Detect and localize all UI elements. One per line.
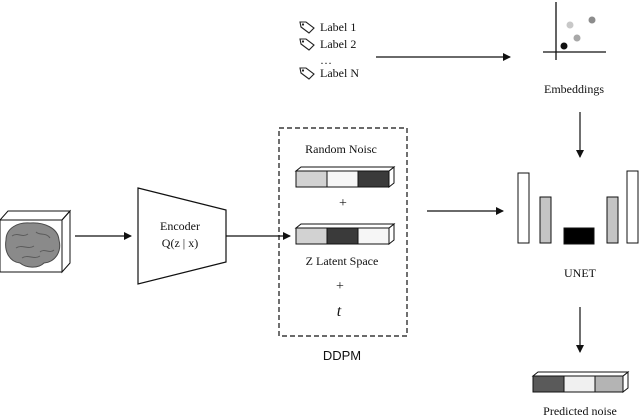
brain-mri-cube [0,209,72,274]
label-text: Label 1 [320,20,357,34]
embedding-point [573,34,581,42]
unet-label: UNET [564,266,596,280]
noise-cell [295,170,328,188]
embeddings-plot [543,2,606,60]
embedding-point [566,21,574,29]
plus-sign: + [339,196,347,211]
tag-icon [299,38,315,51]
latent-space-label: Z Latent Space [305,254,379,268]
predicted-cell [594,375,624,393]
random-noise-vector [294,165,396,189]
brain-icon [5,222,61,268]
encoder-formula: Q(z | x) [161,236,199,250]
tag-icon [299,67,315,80]
label-ellipsis: … [320,53,332,67]
predicted-noise-label: Predicted noise [543,404,617,418]
unet-decoder-bar [626,170,639,244]
unet-encoder-bar [517,172,530,244]
embedding-point [588,16,596,24]
latent-cell [295,227,328,245]
unet-bottleneck [563,227,595,245]
predicted-cell [532,375,565,393]
predicted-cell [563,375,596,393]
tag-icon [299,21,315,34]
latent-vector [294,222,396,246]
noise-cell [326,170,359,188]
label-item: Label 2 [298,37,356,51]
encoder-block [137,187,227,285]
noise-cell [357,170,390,188]
embedding-point [560,42,568,50]
embeddings-label: Embeddings [544,82,604,96]
label-text: Label 2 [320,37,357,51]
plus-sign: + [336,279,344,294]
label-text: Label N [320,66,359,80]
ddpm-dashed-box [278,127,408,337]
random-noise-label: Random Noisc [305,142,377,156]
label-item: Label 1 [298,20,356,34]
time-step-symbol: t [336,303,342,320]
label-item: Label N [298,66,359,80]
unet-encoder-bar [539,196,552,244]
encoder-title: Encoder [160,219,200,233]
unet-block [517,170,639,245]
ddpm-caption: DDPM [322,348,362,363]
latent-cell [326,227,359,245]
unet-decoder-bar [606,196,619,244]
latent-cell [357,227,390,245]
predicted-noise-vector [531,370,630,394]
